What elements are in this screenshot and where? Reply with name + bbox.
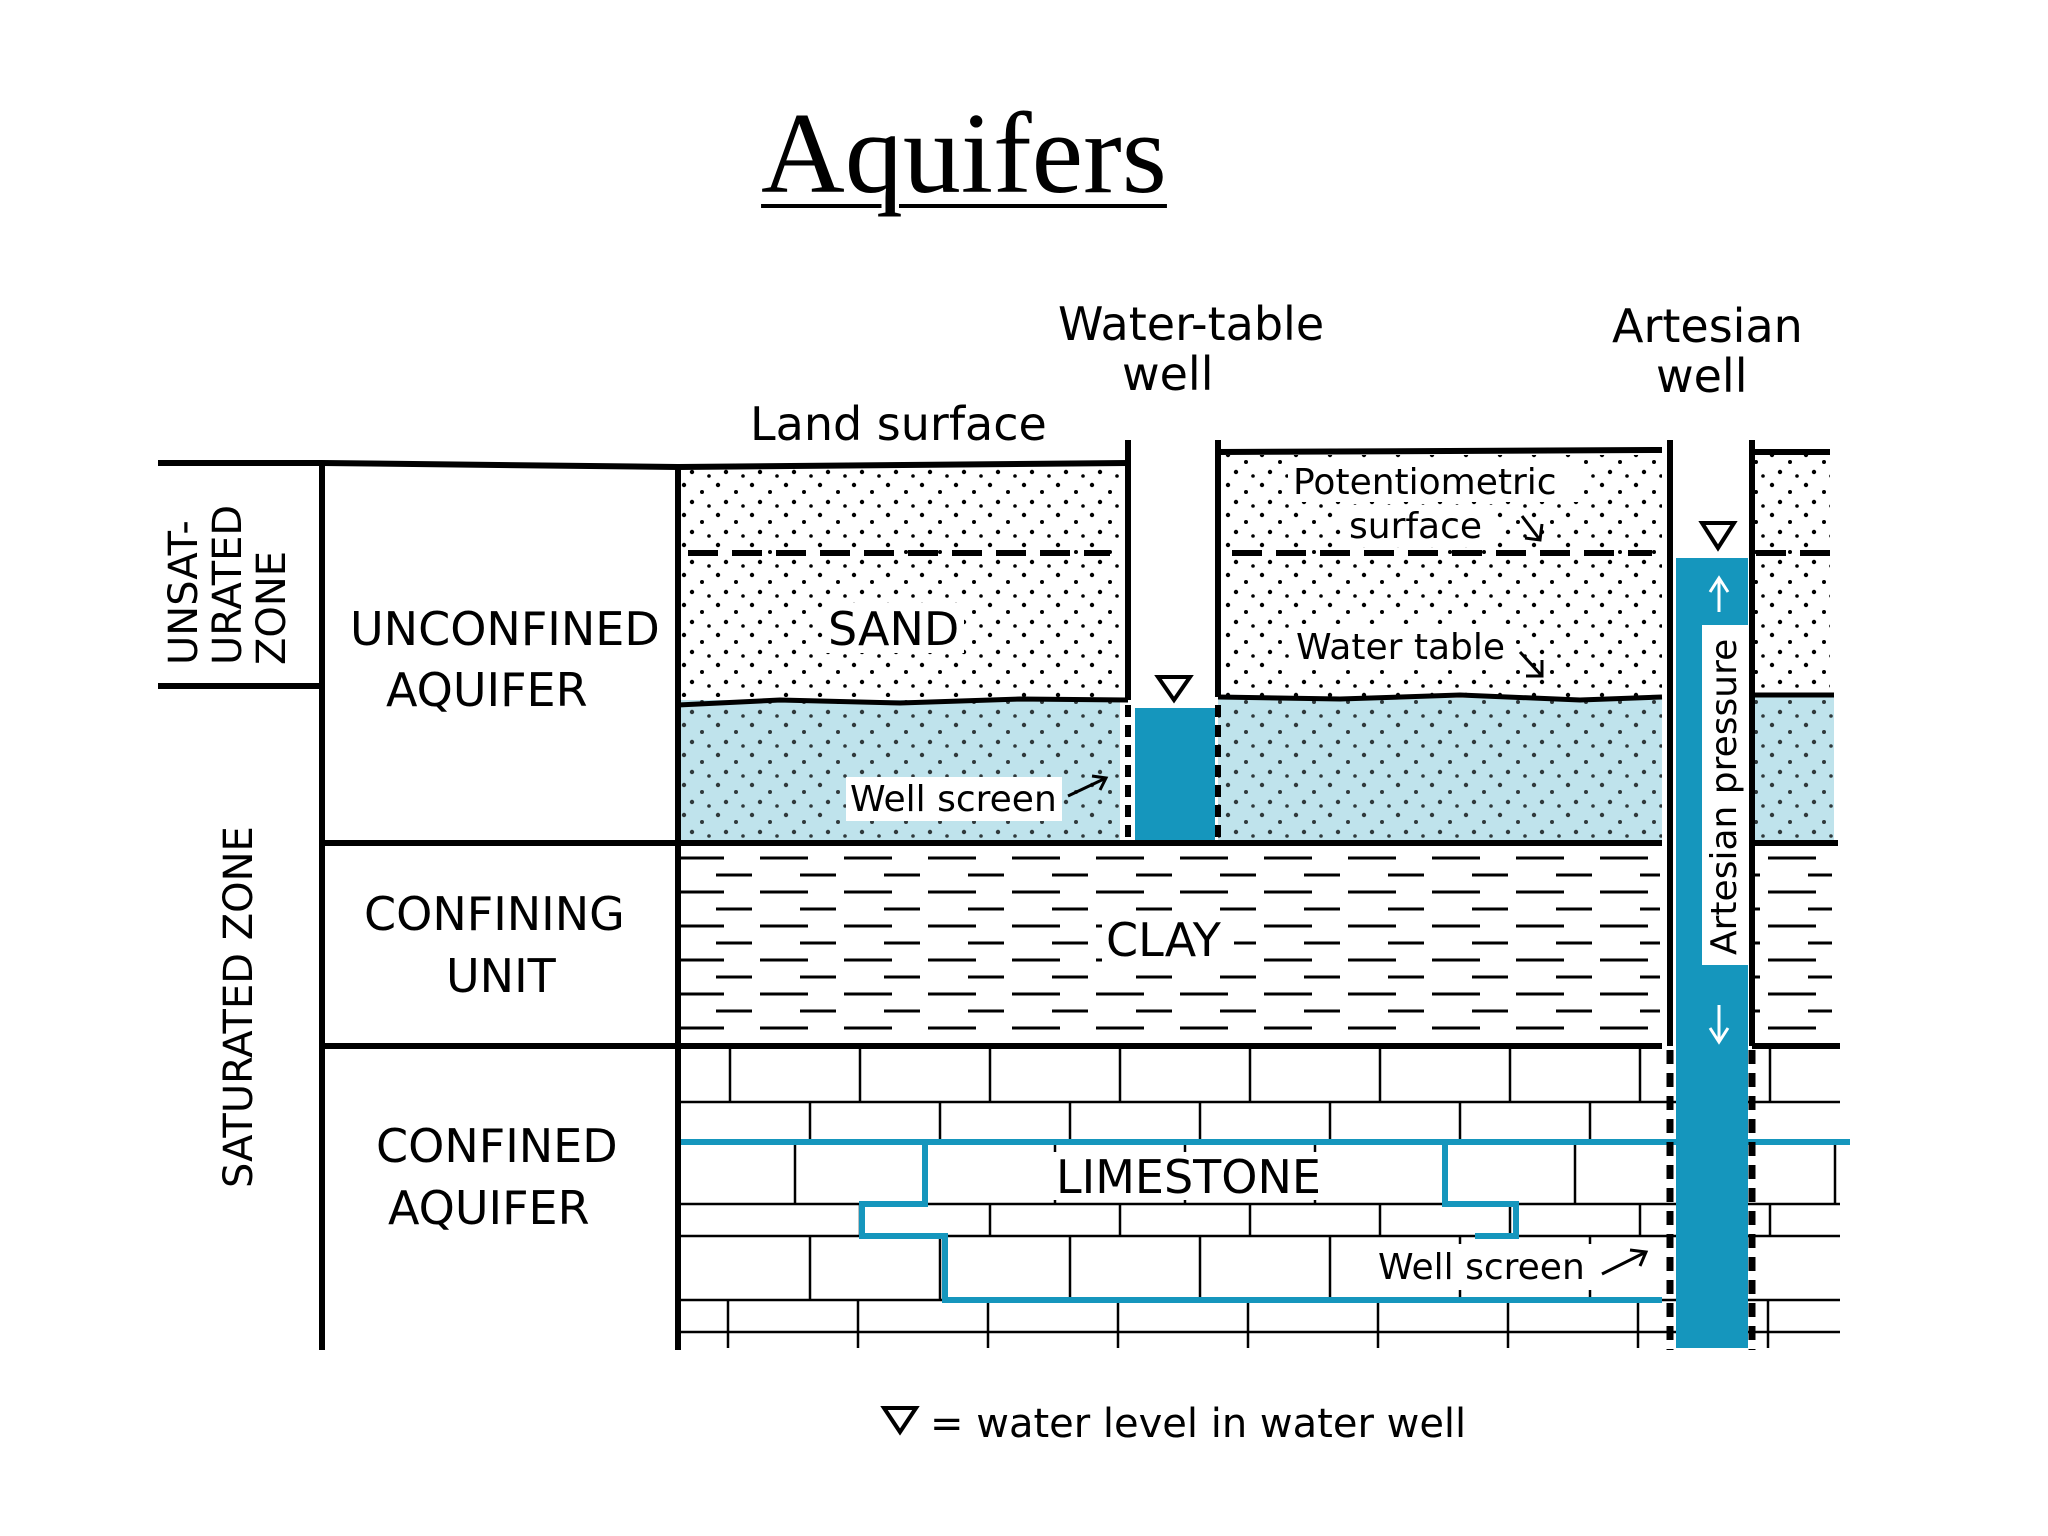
layer-boundaries	[158, 440, 1840, 1350]
unconfined-aquifer-label-1: UNCONFINED	[350, 602, 660, 656]
saturated-zone-label: SATURATED ZONE	[216, 826, 262, 1188]
unsaturated-zone-label-3: ZONE	[249, 551, 295, 665]
saturated-sand	[678, 695, 1834, 840]
page-title: Aquifers	[761, 90, 1167, 218]
clay-label: CLAY	[1106, 913, 1222, 967]
confined-aquifer-label-2: AQUIFER	[388, 1181, 590, 1235]
confined-aquifer-label-1: CONFINED	[376, 1119, 618, 1173]
water-table-label: Water table	[1296, 627, 1505, 668]
unconfined-aquifer-label-2: AQUIFER	[386, 663, 588, 717]
limestone-cavity	[680, 1139, 1850, 1303]
well-screen-upper-label: Well screen	[850, 779, 1057, 820]
artesian-well-label-1: Artesian	[1612, 299, 1803, 353]
water-table-well-label-1: Water-table	[1058, 297, 1324, 351]
confining-unit-label-1: CONFINING	[364, 887, 625, 941]
limestone-label: LIMESTONE	[1056, 1150, 1321, 1204]
water-table-well	[1125, 675, 1221, 840]
water-level-marker-icon	[1698, 521, 1738, 552]
unsaturated-zone-label-2: URATED	[205, 505, 251, 665]
potentiometric-label-2: surface	[1349, 506, 1482, 547]
artesian-well-label-2: well	[1656, 349, 1747, 403]
sand-label: SAND	[828, 602, 959, 656]
legend-label: = water level in water well	[930, 1401, 1466, 1447]
land-surface-label: Land surface	[750, 397, 1047, 451]
confining-unit-label-2: UNIT	[446, 949, 557, 1003]
water-level-marker-icon	[1154, 675, 1194, 704]
clay-layer	[680, 848, 1832, 1038]
artesian-pressure-label: Artesian pressure	[1704, 639, 1745, 955]
unsaturated-zone-label-1: UNSAT-	[161, 520, 207, 665]
water-table-well-label-2: well	[1122, 347, 1213, 401]
sand-layer	[678, 455, 1830, 697]
legend-water-level-icon	[880, 1406, 920, 1436]
potentiometric-label-1: Potentiometric	[1293, 462, 1557, 503]
well-screen-lower-label: Well screen	[1378, 1247, 1585, 1288]
